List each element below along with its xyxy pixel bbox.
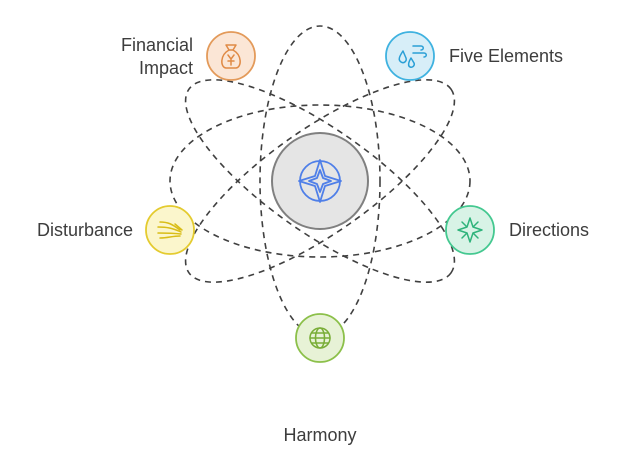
label-line: Directions	[509, 220, 590, 240]
water-drops-wind-icon	[398, 45, 427, 68]
node-circle	[445, 205, 495, 255]
node-five-elements[interactable]	[385, 31, 435, 81]
orbit-tilted-right	[184, 79, 456, 283]
label-directions: Directions	[509, 219, 589, 242]
direction-star-icon	[457, 217, 483, 243]
orbit-tilted-left	[184, 79, 456, 283]
node-circle	[206, 31, 256, 81]
compass-icon	[298, 159, 342, 203]
label-line: Disturbance	[36, 220, 133, 240]
node-directions[interactable]	[445, 205, 495, 255]
label-line: Impact	[138, 58, 193, 78]
label-line: Five Elements	[449, 46, 564, 66]
globe-icon	[309, 327, 331, 349]
node-disturbance[interactable]	[145, 205, 195, 255]
label-five-elements: Five Elements	[449, 45, 563, 68]
label-financial-impact: Financial Impact	[121, 34, 193, 80]
center-circle	[271, 132, 369, 230]
orbit-horizontal	[169, 104, 471, 258]
orbit-rings	[169, 25, 471, 337]
money-bag-yen-icon	[221, 44, 241, 69]
node-circle	[145, 205, 195, 255]
node-harmony[interactable]	[295, 313, 345, 363]
node-financial-impact[interactable]	[206, 31, 256, 81]
node-circle	[385, 31, 435, 81]
label-harmony: Harmony	[260, 424, 380, 447]
center-node[interactable]	[271, 132, 369, 230]
wind-lines-icon	[157, 221, 183, 239]
label-line: Harmony	[283, 425, 357, 445]
label-disturbance: Disturbance	[37, 219, 133, 242]
label-line: Financial	[120, 35, 193, 55]
